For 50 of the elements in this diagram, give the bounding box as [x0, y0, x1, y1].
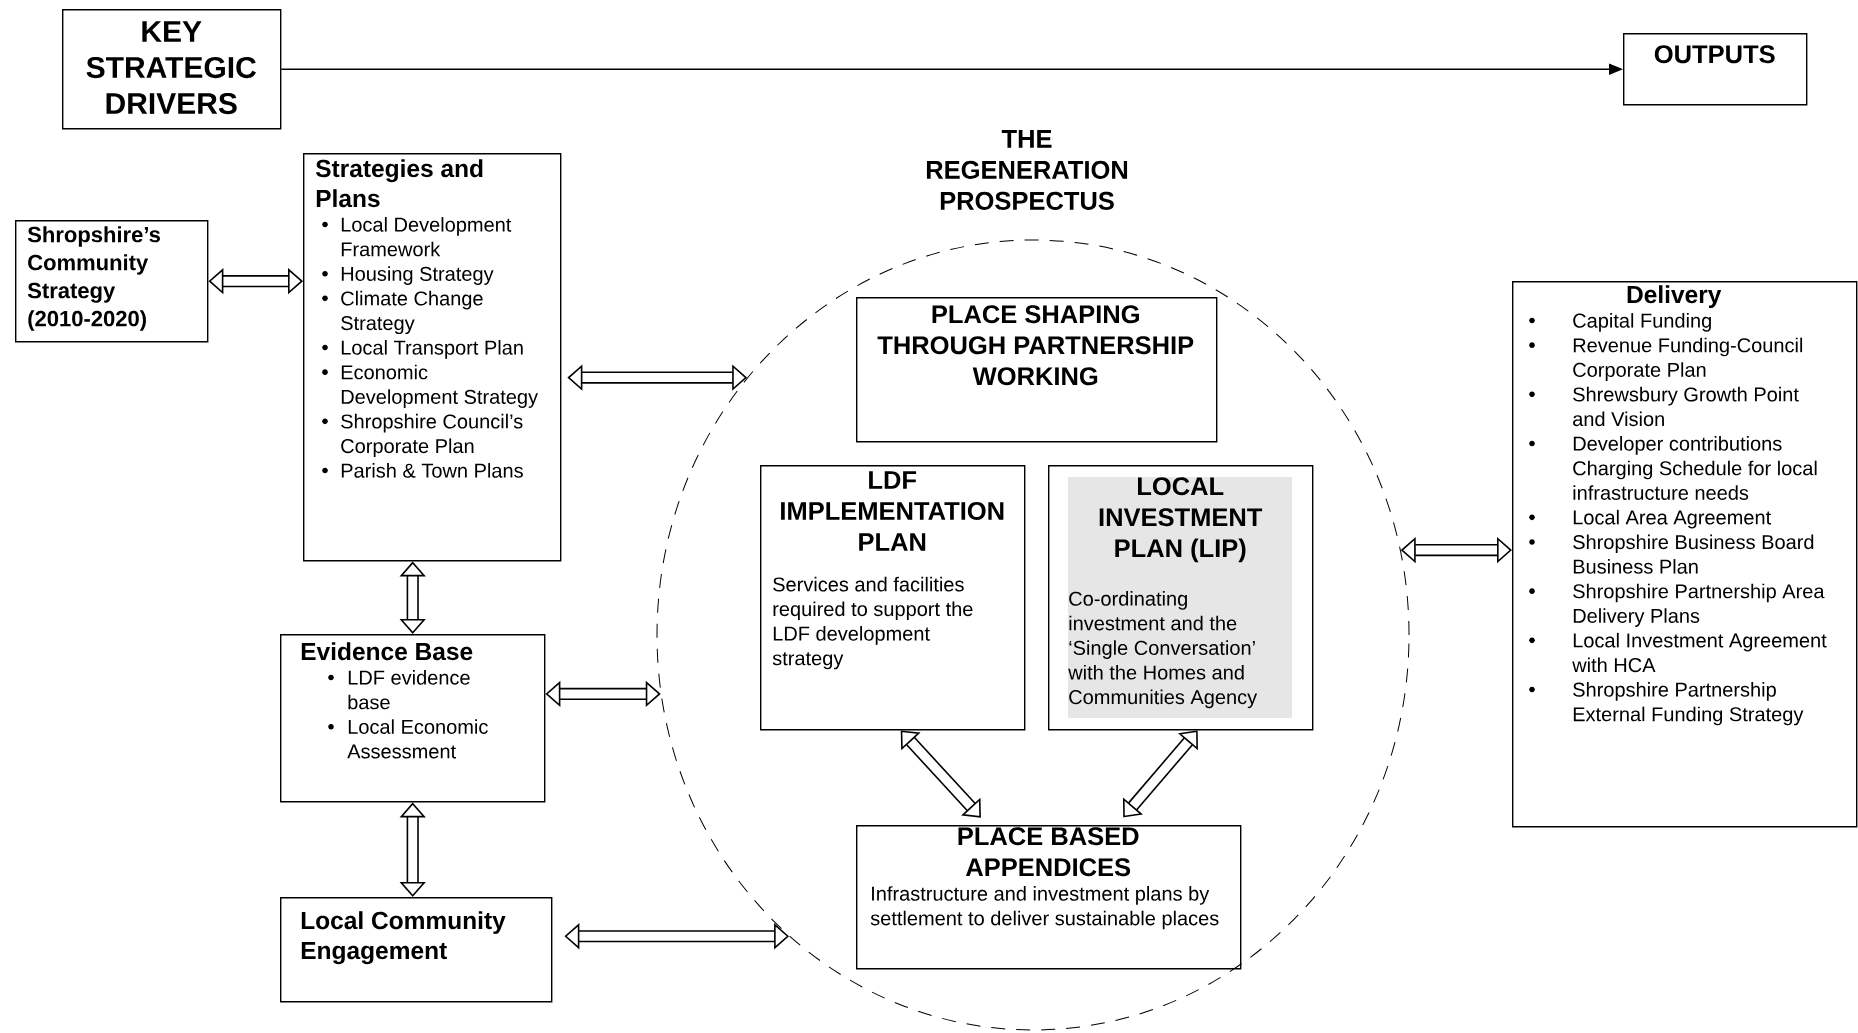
box-heading: LOCAL INVESTMENT PLAN (LIP)	[1099, 477, 1263, 563]
text-box	[303, 153, 562, 562]
box-text: Services and facilities required to support the LDF development strategy	[772, 576, 973, 670]
list-item: Shropshire Partnership Area Delivery Plans	[1529, 583, 1825, 627]
box-heading: Evidence Base	[301, 642, 473, 661]
box-heading: Shropshire’s Community Strategy (2010-2020)	[27, 226, 160, 331]
list-item: Developer contributions Charging Schedule for local infrastructure needs	[1529, 436, 1817, 500]
list-item: Shrewsbury Growth Point and Vision	[1529, 386, 1799, 427]
box-heading: Local Community Engagement	[301, 911, 506, 965]
box-heading: Delivery	[1627, 285, 1722, 309]
list-item: Local Development Framework	[322, 217, 512, 257]
arrow	[399, 802, 426, 897]
list-item: Capital Funding	[1529, 313, 1711, 332]
circle-heading: THE REGENERATION PROSPECTUS	[926, 130, 1128, 210]
box-heading: Strategies and Plans	[315, 159, 483, 208]
arrow	[545, 680, 661, 708]
text-box	[1623, 33, 1808, 106]
box-heading: OUTPUTS	[1654, 45, 1775, 64]
box-heading: KEY STRATEGIC DRIVERS	[86, 21, 256, 115]
text-box	[280, 634, 546, 803]
list-item: LDF evidence base	[328, 670, 470, 710]
dashed-circle	[656, 130, 1410, 1031]
list-item: Shropshire Business Board Business Plan	[1529, 534, 1814, 574]
list-item: Local Economic Assessment	[328, 719, 488, 759]
list-item: Local Transport Plan	[322, 340, 523, 359]
box-heading: PLACE SHAPING THROUGH PARTNERSHIP WORKING	[877, 305, 1194, 386]
text-box	[15, 220, 209, 343]
text-box	[1512, 281, 1858, 828]
box-text: Infrastructure and investment plans by settlement to deliver sustainable places	[870, 886, 1219, 930]
list-item: Housing Strategy	[322, 266, 494, 285]
list-item: Economic Development Strategy	[322, 364, 538, 408]
list-item: Local Area Agreement	[1529, 509, 1771, 529]
list-item: Climate Change Strategy	[322, 290, 483, 335]
text-box	[280, 897, 553, 1003]
list-item: Shropshire Council’s Corporate Plan	[322, 413, 523, 458]
text-box	[760, 465, 1026, 731]
text-box	[1048, 465, 1314, 731]
list-item: Local Investment Agreement with HCA	[1529, 632, 1827, 673]
box-heading: PLACE BASED APPENDICES	[958, 827, 1139, 877]
arrow	[900, 730, 981, 818]
list-item: Revenue Funding-Council Corporate Plan	[1529, 337, 1803, 381]
box-heading: LDF IMPLEMENTATION PLAN	[781, 471, 1004, 551]
text-box	[856, 297, 1218, 443]
text-box	[856, 825, 1242, 970]
text-box	[62, 9, 282, 130]
box-text: Co-ordinating investment and the ‘Single Conversation’ with the Homes and Communities Agency	[1068, 591, 1258, 709]
list-item: Parish & Town Plans	[322, 463, 523, 478]
arrow	[399, 561, 426, 634]
list-item: Shropshire Partnership External Funding Strategy	[1529, 682, 1804, 726]
arrow	[208, 268, 303, 295]
